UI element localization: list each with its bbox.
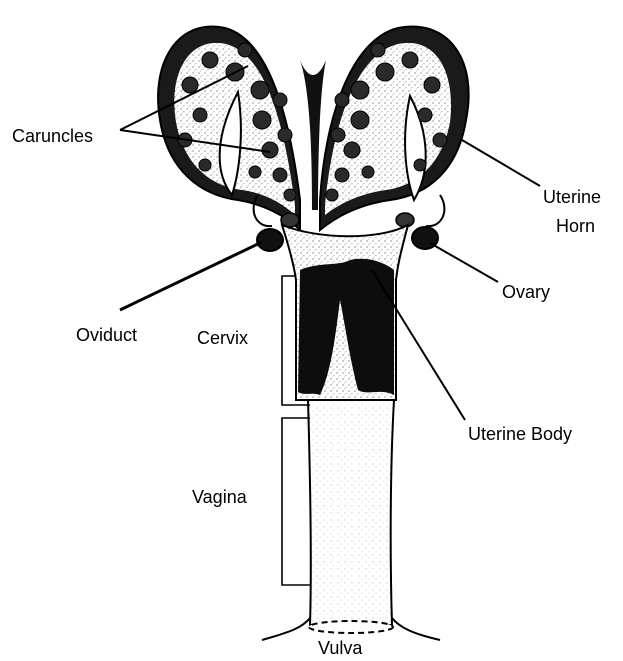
ovary-leader <box>430 243 498 282</box>
uterine-horn-label-line1: Uterine <box>543 187 601 207</box>
ovary-label: Ovary <box>502 282 550 302</box>
uterine-horn-leader <box>462 140 540 186</box>
caruncles-label: Caruncles <box>12 126 93 146</box>
oviduct-leader <box>120 242 262 310</box>
uterine-body-label: Uterine Body <box>468 424 572 444</box>
vulva-label: Vulva <box>318 638 362 658</box>
vagina-bracket <box>282 418 310 585</box>
vulva-opening <box>309 621 393 633</box>
vagina-tube <box>308 400 394 625</box>
oviduct-label: Oviduct <box>76 325 137 345</box>
vagina-label: Vagina <box>192 487 247 507</box>
cervix-label: Cervix <box>197 328 248 348</box>
uterine-horn-label-line2: Horn <box>556 216 595 236</box>
